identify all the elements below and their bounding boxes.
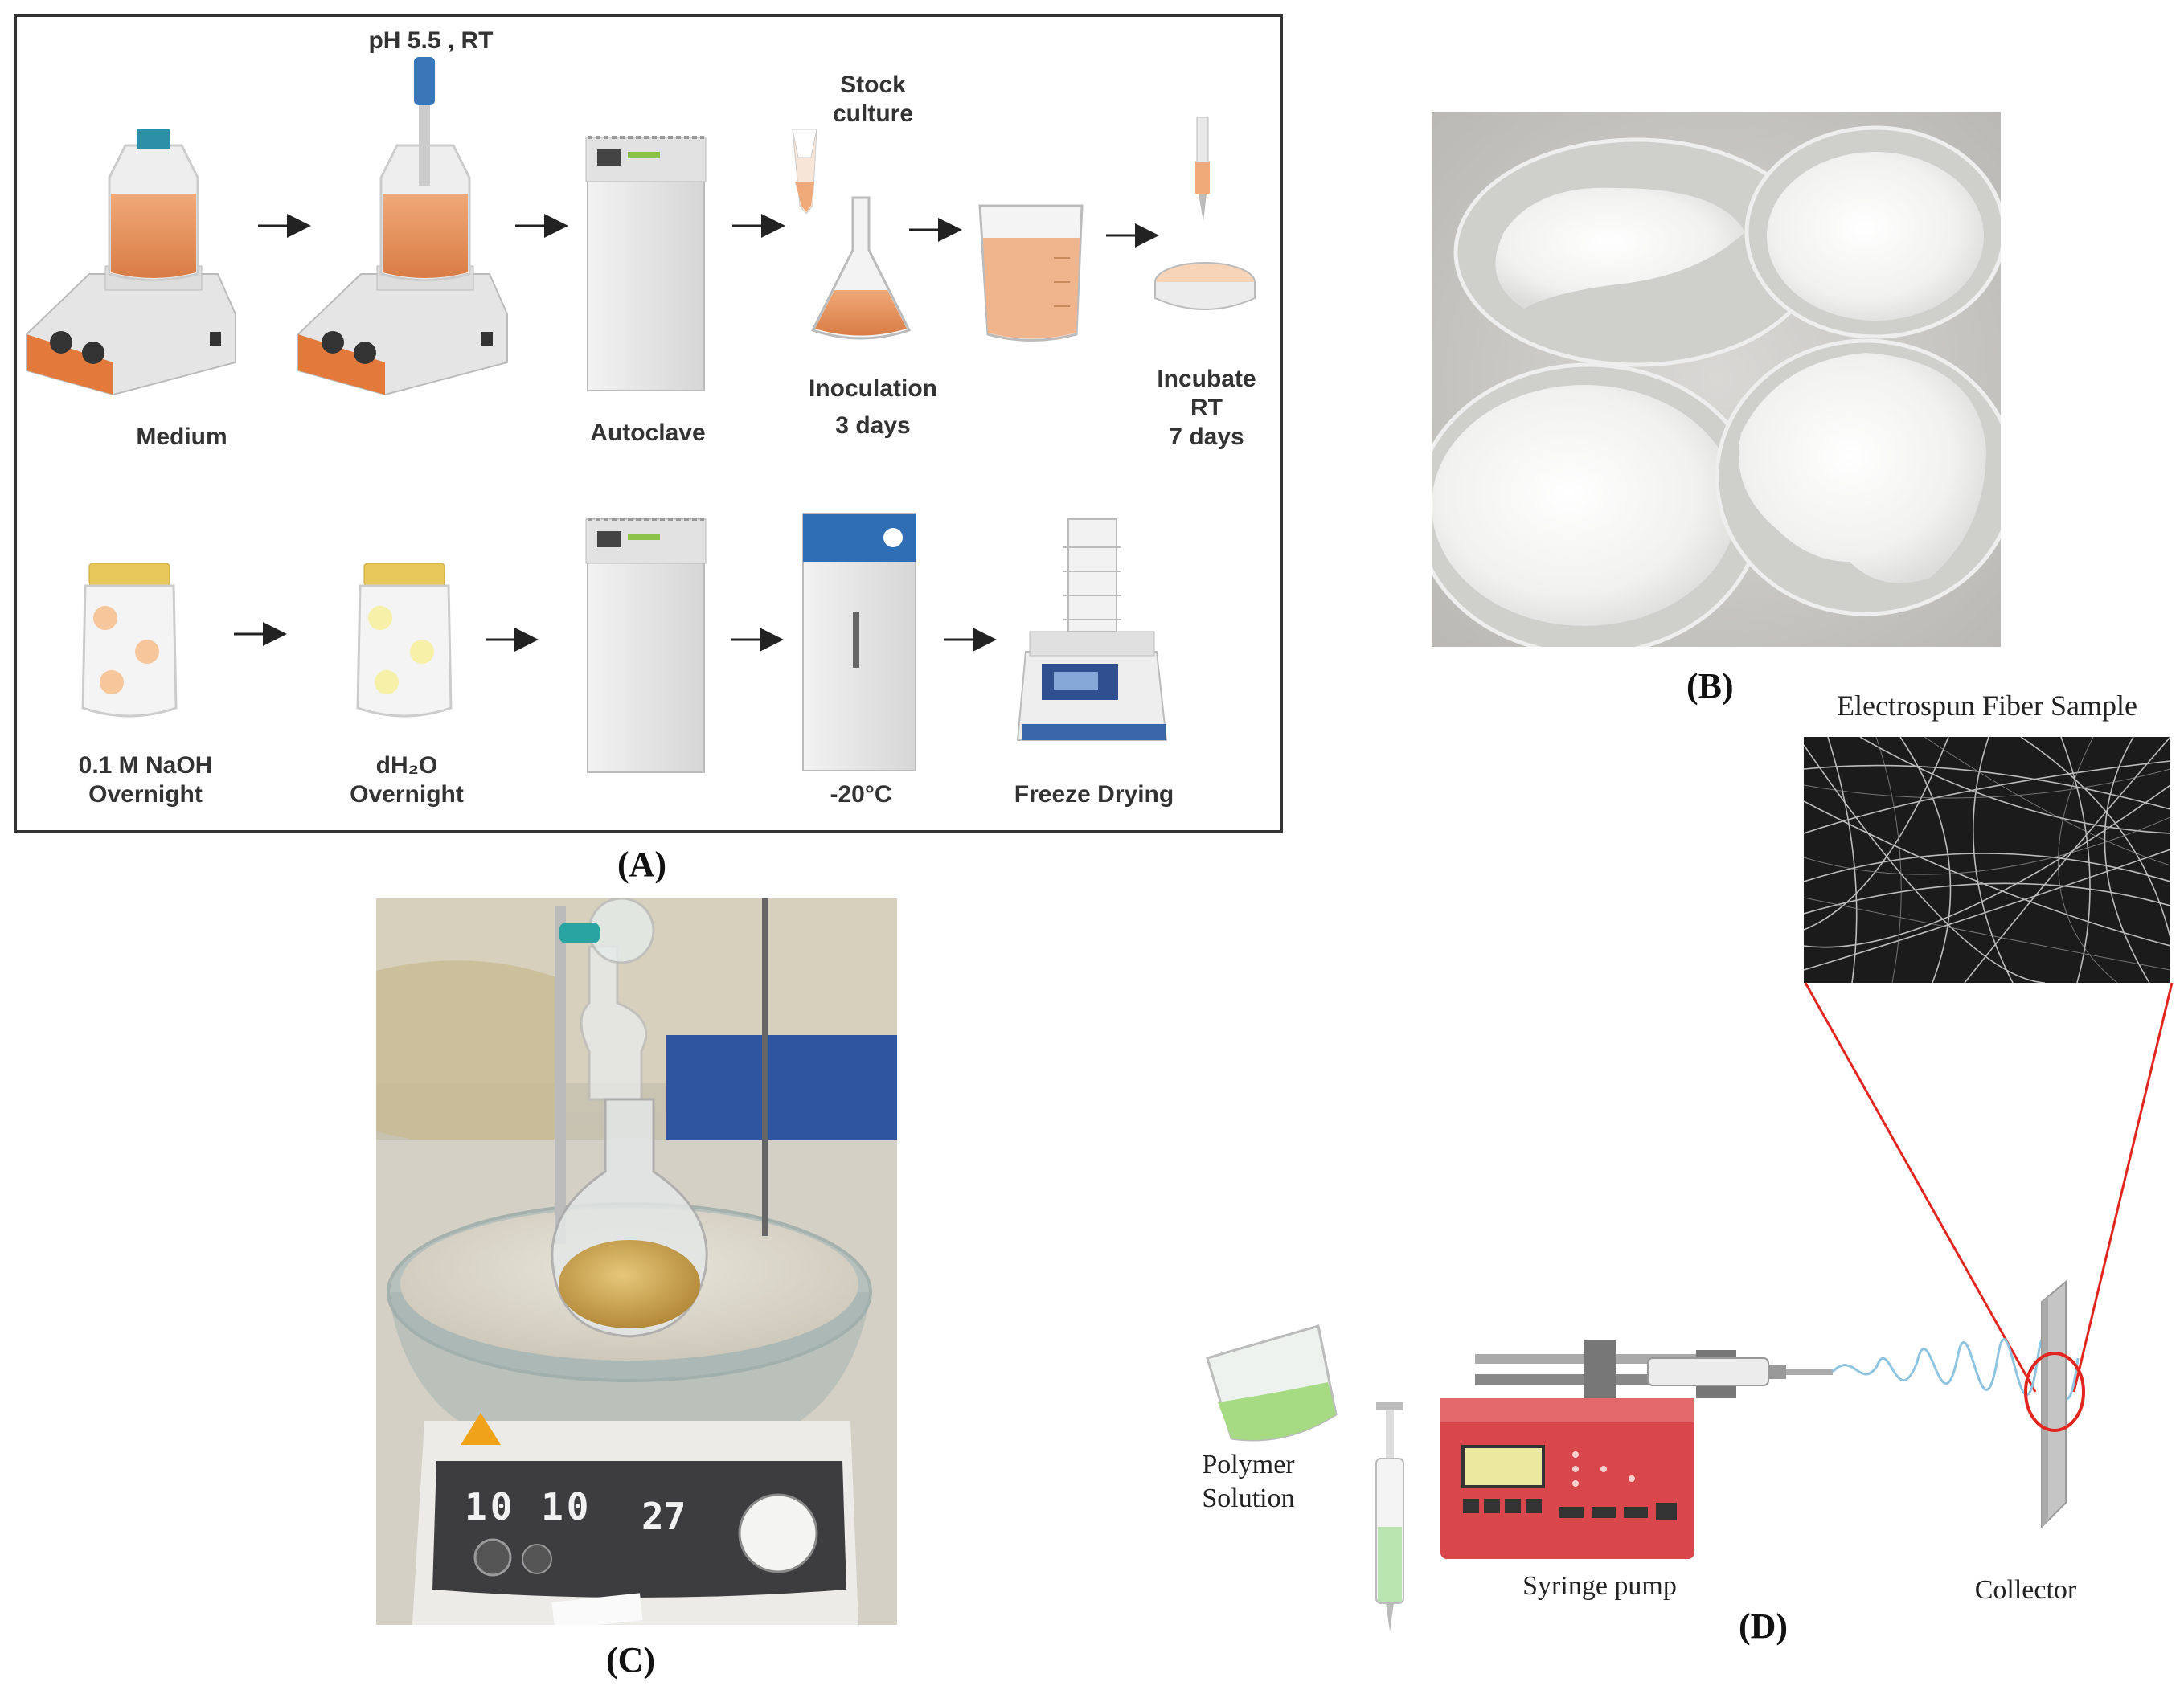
fiber-network: [1803, 736, 2171, 984]
zoom-line: [1804, 982, 2037, 1393]
minus-20-label: -20°C: [830, 781, 892, 808]
stock-culture-tube: [792, 129, 817, 215]
hotplate-knob: [738, 1493, 818, 1573]
naoh-jar: [81, 563, 178, 718]
petri-dish: [1453, 137, 1820, 367]
petri-dish: [1744, 125, 2006, 339]
panel-a-letter: (A): [617, 845, 667, 884]
zoom-line: [2072, 982, 2174, 1393]
stir-plate-medium: [26, 129, 236, 396]
polymer-solution-label: Polymer Solution: [1202, 1450, 1295, 1513]
panel-c-letter: (C): [606, 1640, 656, 1680]
freeze-dryer-unit: [1016, 518, 1168, 741]
blue-box: [666, 1035, 897, 1156]
incubation-petri-dish: [1154, 117, 1256, 310]
panel-b-letter: (B): [1686, 666, 1734, 706]
petri-dish: [1715, 338, 2017, 616]
panel-a-workflow: pH 5.5 , RT Medium Autoclave Stock cultu…: [14, 14, 1283, 833]
autoclave-label: Autoclave: [590, 419, 706, 446]
ph-label: pH 5.5 , RT: [368, 27, 494, 54]
panel-d-letter: (D): [1739, 1606, 1789, 1646]
fiber-sem-image: [1803, 736, 2171, 984]
zoom-circle: [2024, 1352, 2085, 1432]
panel-d-electrospinning: [1206, 982, 2174, 1631]
collector-label: Collector: [1974, 1575, 2077, 1605]
naoh-label: 0.1 M NaOH Overnight: [78, 752, 213, 808]
fiber-sample-title: Electrospun Fiber Sample: [1837, 690, 2137, 722]
incubate-label: Incubate RT 7 days: [1157, 366, 1256, 450]
freeze-drying-label: Freeze Drying: [1014, 781, 1174, 808]
syringe-pump-label: Syringe pump: [1522, 1571, 1677, 1601]
display-left: 10 10: [465, 1485, 592, 1528]
medium-label: Medium: [136, 424, 227, 450]
collector-plate: [2041, 1279, 2067, 1529]
panel-a-illustrations: [26, 57, 1256, 773]
freezer-unit: [802, 513, 916, 771]
small-syringe: [1375, 1402, 1404, 1631]
culture-beaker: [978, 204, 1084, 342]
dh2o-jar: [356, 563, 453, 718]
panel-b-photo: [1413, 112, 2017, 657]
petri-dishes-photo: [1413, 112, 2017, 657]
autoclave-unit: [585, 136, 707, 391]
display-right: 27: [641, 1495, 686, 1538]
inoculation-flask: [810, 196, 912, 340]
stir-plate-ph-meter: [297, 57, 508, 396]
syringe-pump: [1440, 1340, 1833, 1559]
autoclave-unit: [585, 518, 707, 773]
inoculation-label: Inoculation 3 days: [809, 375, 937, 439]
sand-bath-photo: [376, 897, 897, 1630]
petri-dish: [1413, 362, 1764, 657]
panel-c-photo: 10 10 27: [376, 897, 897, 1630]
polymer-beaker: [1206, 1324, 1338, 1442]
dh2o-label: dH₂O Overnight: [350, 752, 464, 808]
stock-culture-label: Stock culture: [832, 72, 914, 127]
